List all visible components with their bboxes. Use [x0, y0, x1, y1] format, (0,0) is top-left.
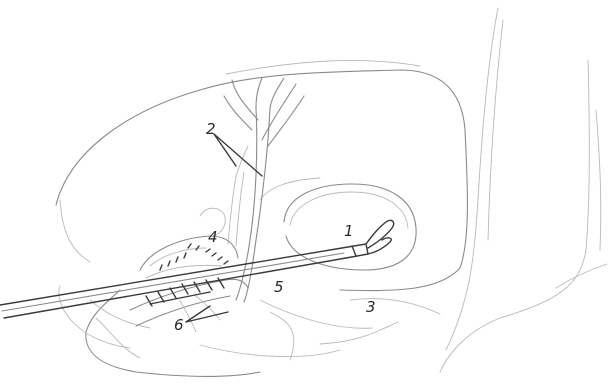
- label-3: 3: [366, 298, 376, 316]
- lower-tissue-lines: [90, 299, 440, 360]
- cavity-structure: [260, 178, 416, 270]
- leader-lines: [186, 134, 262, 322]
- label-5: 5: [274, 278, 284, 296]
- body-wall-outline: [440, 8, 607, 372]
- label-6: 6: [174, 316, 184, 334]
- vessel-branches: [224, 78, 304, 302]
- label-2: 2: [206, 120, 216, 138]
- label-1: 1: [344, 222, 354, 240]
- label-4: 4: [208, 228, 218, 246]
